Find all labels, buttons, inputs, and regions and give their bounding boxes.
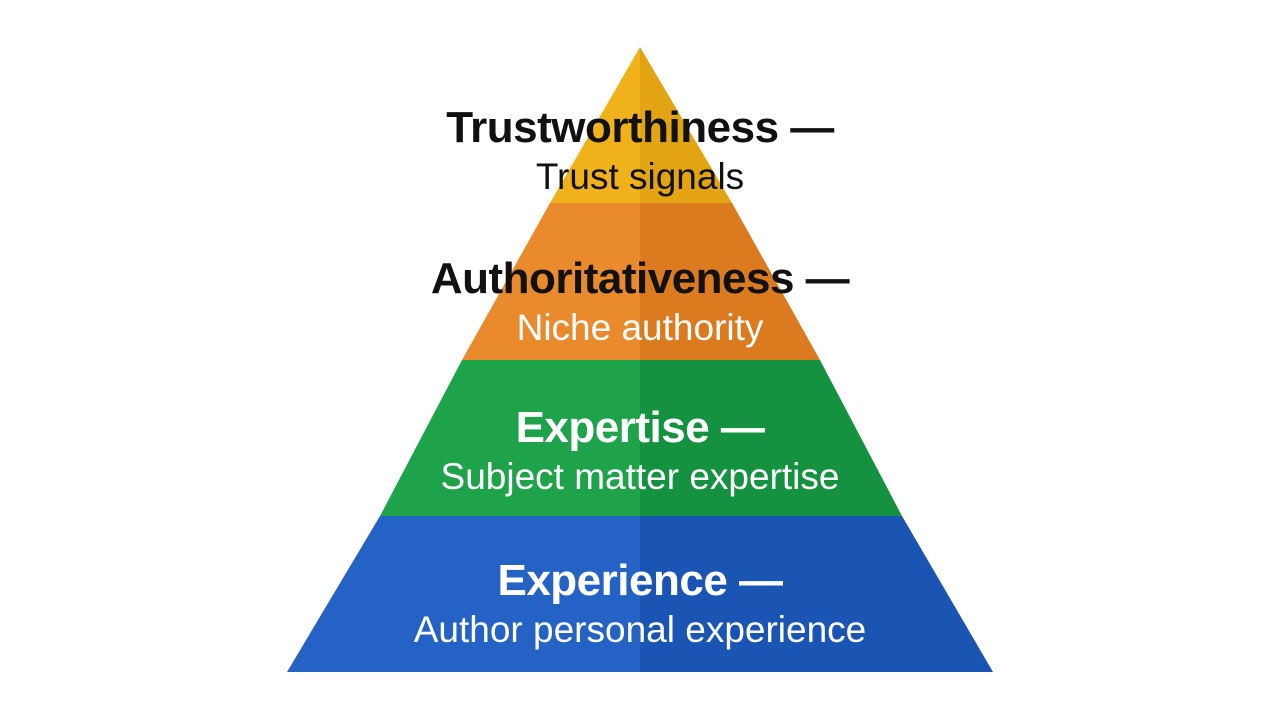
tier-trustworthiness-right <box>640 47 732 203</box>
tier-expertise-label: Expertise — Subject matter expertise <box>0 403 1280 497</box>
tier-experience-right <box>640 516 993 672</box>
tier-title: Authoritativeness — <box>430 254 850 303</box>
tier-experience-left <box>287 516 640 672</box>
tier-subtitle: Author personal experience <box>413 609 867 650</box>
tier-subtitle: Trust signals <box>535 156 745 197</box>
tier-authoritativeness-right <box>640 203 820 360</box>
tier-subtitle: Niche authority <box>516 307 764 348</box>
tier-title: Trustworthiness — <box>446 103 834 152</box>
tier-trustworthiness-left <box>550 47 640 203</box>
tier-expertise-left <box>380 360 640 516</box>
tier-title: Expertise — <box>515 403 765 452</box>
tier-authoritativeness-left <box>462 203 640 360</box>
tier-trustworthiness-label: Trustworthiness — Trust signals <box>0 103 1280 197</box>
tier-authoritativeness-label: Authoritativeness — Niche authority <box>0 254 1280 348</box>
tier-expertise-right <box>640 360 902 516</box>
tier-subtitle: Subject matter expertise <box>440 456 840 497</box>
tier-experience-label: Experience — Author personal experience <box>0 556 1280 650</box>
tier-title: Experience — <box>497 556 783 605</box>
